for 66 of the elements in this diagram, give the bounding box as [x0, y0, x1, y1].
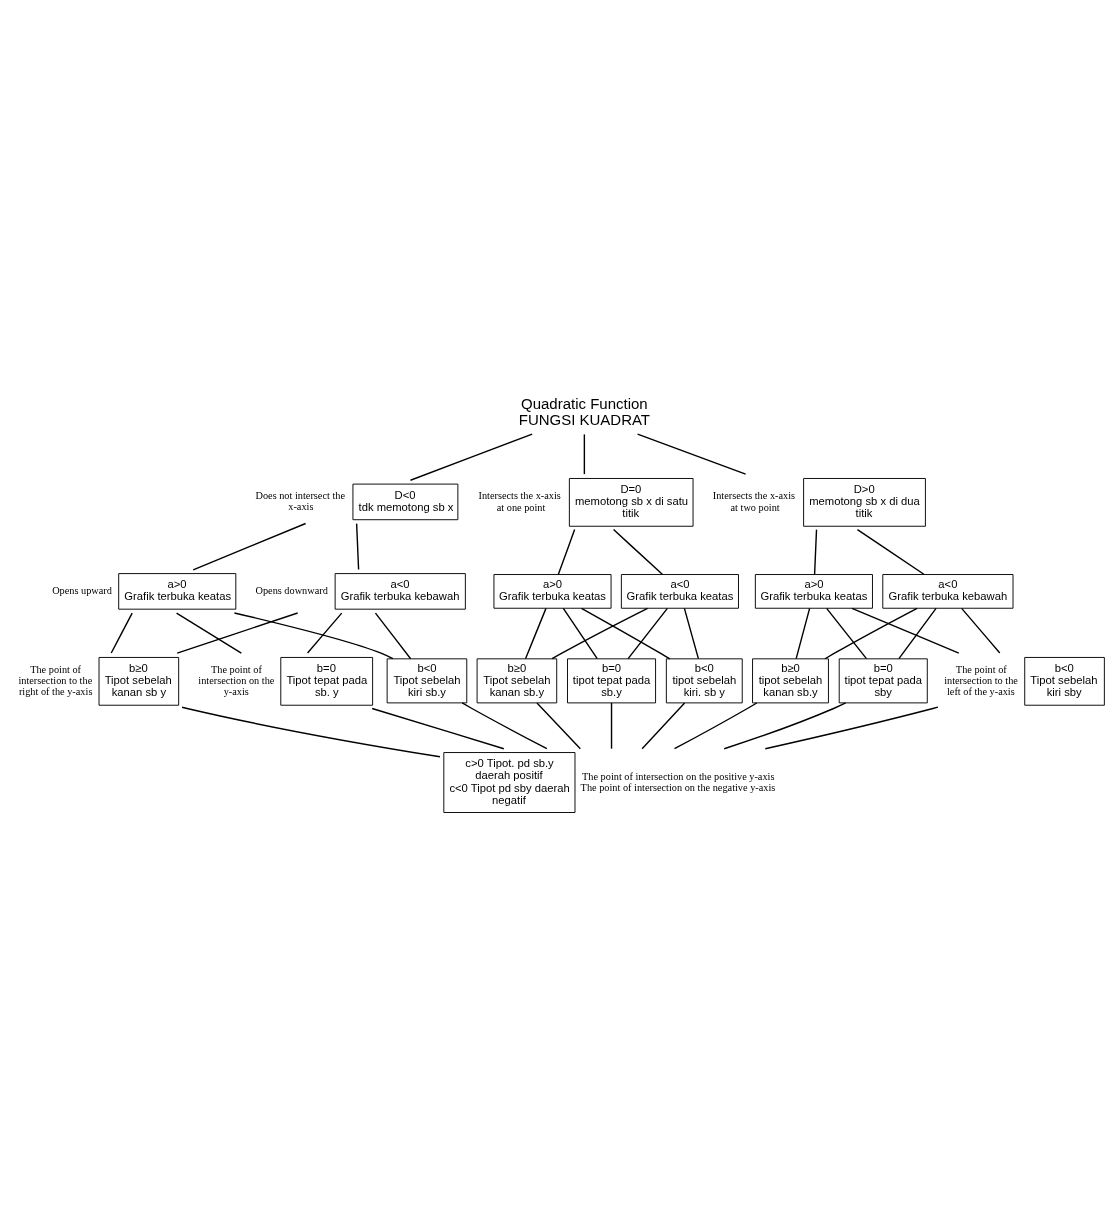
- connector: [306, 611, 343, 654]
- connector: [557, 528, 576, 575]
- connector: [409, 432, 533, 481]
- node-label: Intersects the x-axis at one point: [478, 489, 561, 513]
- node-label: Opens upward: [52, 584, 112, 596]
- connector: [851, 607, 960, 654]
- connector: [192, 522, 307, 570]
- node-text: Quadratic Function FUNGSI KUADRAT: [518, 393, 650, 428]
- node-box: a<0 Grafik terbuka kebawah: [334, 572, 466, 610]
- connector: [673, 701, 758, 749]
- node-box: a>0 Grafik terbuka keatas: [754, 573, 873, 609]
- node-box: a>0 Grafik terbuka keatas: [118, 572, 237, 610]
- node-box: b≥0 Tipot sebelah kanan sb y: [98, 656, 180, 706]
- connector: [583, 433, 586, 475]
- node-box: b<0 Tipot sebelah kiri sb.y: [386, 657, 468, 703]
- connector: [627, 607, 669, 659]
- connector: [641, 701, 686, 749]
- connector: [233, 611, 394, 659]
- node-box: a>0 Grafik terbuka keatas: [493, 573, 612, 609]
- node-label: The point of intersection to the left of the y-axis: [944, 663, 1018, 697]
- node-box: D<0 tdk memotong sb x: [352, 483, 459, 520]
- node-label: Opens downward: [255, 584, 328, 596]
- connector: [683, 607, 700, 659]
- node-box: D>0 memotong sb x di dua titik: [803, 477, 926, 527]
- connector: [610, 701, 613, 749]
- connector: [524, 607, 547, 659]
- connector: [110, 611, 133, 654]
- node-box: b<0 Tipot sebelah kiri sby: [1024, 656, 1105, 706]
- connector: [461, 701, 548, 749]
- connector: [175, 611, 243, 654]
- connector: [374, 611, 412, 659]
- connector: [723, 701, 847, 749]
- connector: [536, 701, 581, 749]
- node-box: b=0 tipot tepat pada sby: [838, 657, 928, 703]
- node-box: D=0 memotong sb x di satu titik: [568, 477, 694, 527]
- node-label: Intersects the x-axis at two point: [712, 489, 796, 513]
- node-box: b=0 Tipot tepat pada sb. y: [280, 656, 374, 706]
- connector: [960, 607, 1001, 654]
- connector: [551, 607, 649, 659]
- node-label: The point of intersection on the positive y-axis: [582, 770, 775, 782]
- node-label: The point of intersection to the right of the y-axis: [18, 663, 93, 697]
- node-box: a<0 Grafik terbuka kebawah: [882, 573, 1014, 609]
- node-label: Does not intersect the x-axis: [255, 489, 345, 512]
- connector: [813, 528, 818, 575]
- node-box: c>0 Tipot. pd sb.y daerah positif c<0 Tipot pd sby daerah negatif: [443, 751, 576, 813]
- node-box: b<0 tipot sebelah kiri. sb y: [665, 657, 743, 703]
- connector: [580, 607, 671, 660]
- connector: [612, 528, 663, 575]
- connector: [176, 611, 299, 654]
- node-box: a<0 Grafik terbuka keatas: [620, 573, 739, 609]
- connector: [856, 528, 925, 575]
- connector: [795, 607, 811, 659]
- node-box: b≥0 Tipot sebelah kanan sb.y: [476, 657, 558, 703]
- connector: [181, 706, 441, 757]
- connector: [898, 607, 937, 659]
- node-label: The point of intersection on the negative y-axis: [580, 781, 776, 793]
- connector: [355, 522, 360, 570]
- node-box: b=0 tipot tepat pada sb.y: [567, 657, 657, 703]
- connector: [825, 607, 868, 659]
- node-label: The point of intersection on the y-axis: [198, 663, 275, 697]
- connector: [562, 607, 598, 659]
- connector: [824, 607, 918, 659]
- connector: [764, 705, 939, 749]
- node-box: b≥0 tipot sebelah kanan sb.y: [752, 657, 829, 703]
- connector: [636, 432, 747, 475]
- connector: [371, 707, 505, 749]
